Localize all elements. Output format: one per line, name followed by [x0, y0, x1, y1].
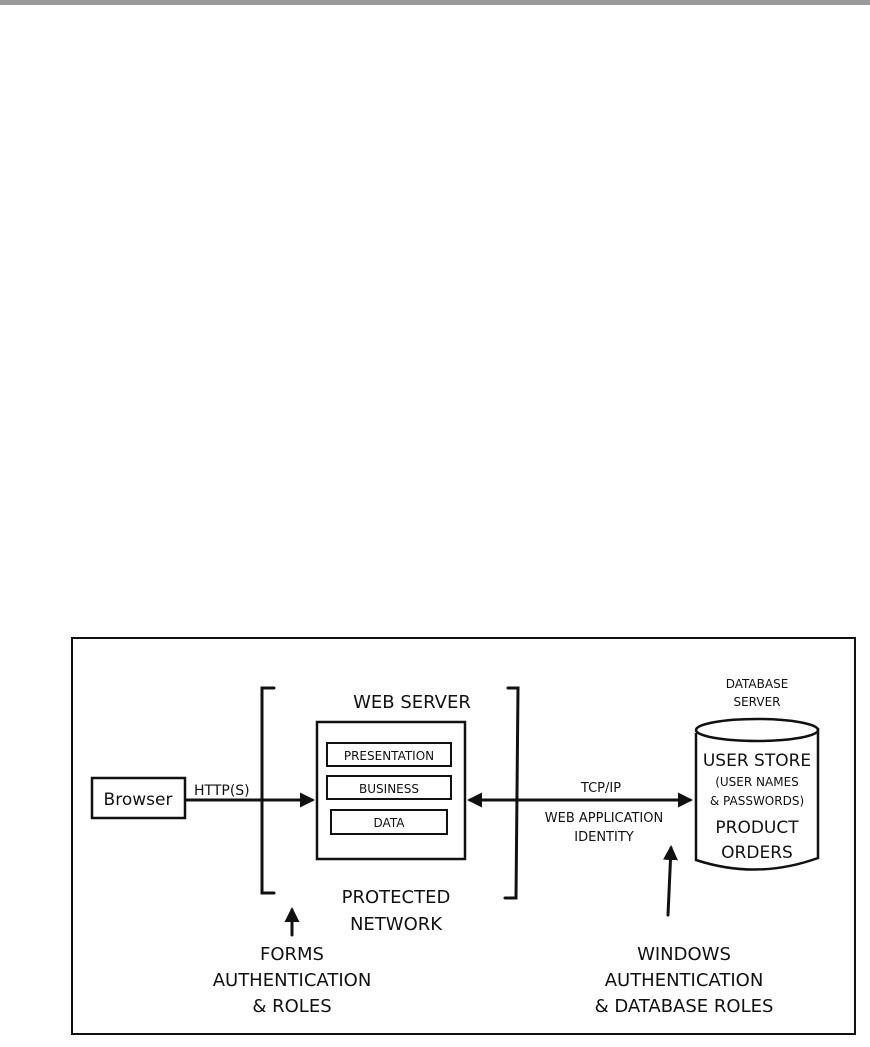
diagram-frame: [71, 637, 856, 1035]
user-store-title: USER STORE: [703, 751, 811, 771]
network-bracket-left: [260, 686, 276, 895]
browser-box: [90, 776, 187, 820]
network-bracket-right: [503, 686, 520, 900]
http-label: HTTP(S): [194, 783, 250, 799]
protected-network-line1: PROTECTED: [342, 887, 451, 908]
windows-auth-line2: AUTHENTICATION: [605, 970, 764, 991]
windows-auth-line3: & DATABASE ROLES: [595, 996, 774, 1017]
database-server-line1: DATABASE: [726, 677, 789, 691]
user-store-line3: & PASSWORDS): [710, 794, 804, 808]
windows-auth-arrow: [662, 845, 678, 917]
web-server-title: WEB SERVER: [353, 692, 471, 713]
layer-business-box: [326, 775, 452, 800]
forms-auth-line2: AUTHENTICATION: [213, 970, 372, 991]
browser-label: Browser: [104, 790, 173, 810]
web-app-identity-line2: IDENTITY: [574, 830, 633, 845]
forms-auth-line1: FORMS: [260, 944, 324, 965]
layer-business-label: BUSINESS: [359, 782, 419, 796]
windows-auth-line1: WINDOWS: [637, 944, 731, 965]
layer-data-box: [330, 809, 448, 835]
forms-auth-line3: & ROLES: [252, 996, 331, 1017]
user-store-line2: (USER NAMES: [715, 775, 799, 789]
layer-presentation-label: PRESENTATION: [344, 749, 434, 763]
database-cylinder-icon: [694, 717, 820, 871]
web-server-box: [315, 720, 467, 861]
database-server-line2: SERVER: [733, 695, 780, 709]
web-app-identity-line1: WEB APPLICATION: [545, 811, 663, 826]
layer-presentation-box: [326, 742, 452, 767]
top-rule: [0, 0, 870, 5]
product-orders-line2: ORDERS: [721, 843, 793, 863]
product-orders-line1: PRODUCT: [715, 818, 799, 838]
protected-network-line2: NETWORK: [350, 914, 443, 935]
layer-data-label: DATA: [374, 816, 406, 830]
tcpip-label: TCP/IP: [580, 781, 621, 796]
